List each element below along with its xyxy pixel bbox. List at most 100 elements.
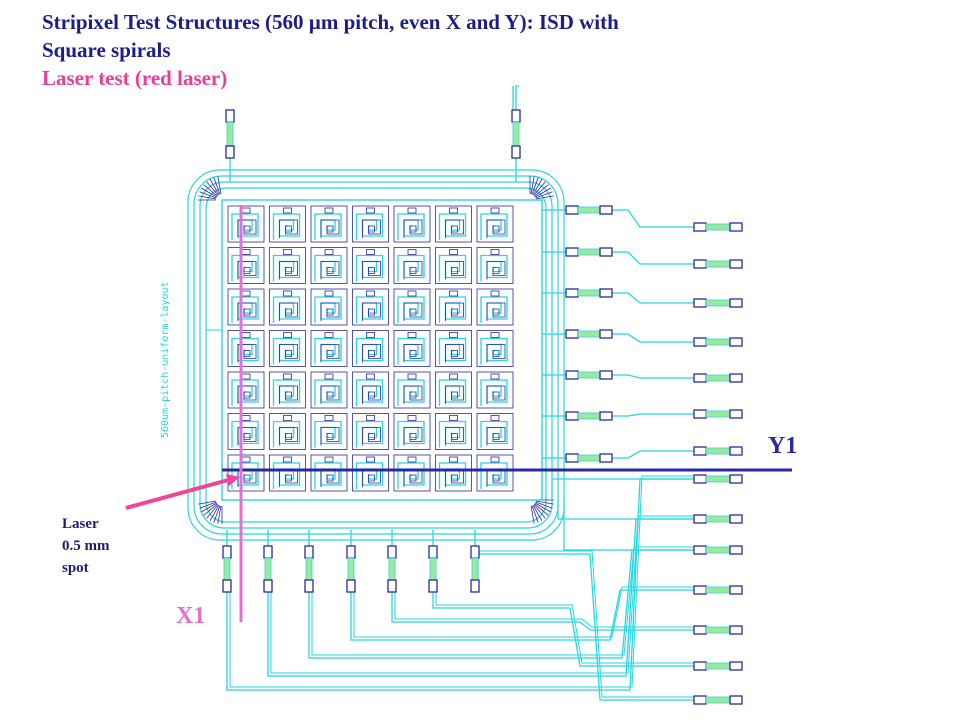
pixel-contact (324, 249, 334, 255)
pixel-cell (227, 288, 265, 326)
bond-pad (304, 545, 314, 559)
spiral-electrode (272, 254, 301, 282)
spiral-electrode-inner (486, 385, 506, 404)
bond-pad (729, 585, 743, 595)
pixel-cell (269, 288, 306, 326)
pixel-contact (449, 456, 458, 463)
bond-pad (565, 205, 579, 215)
pixel-cell (393, 371, 431, 409)
pad-link (264, 557, 272, 581)
x-route-trace (267, 518, 694, 677)
pixel-cell (352, 288, 389, 326)
bond-pad (729, 695, 743, 705)
pixel-contact (283, 415, 292, 421)
y-trace (612, 292, 694, 304)
spiral-electrode (480, 213, 508, 240)
bond-pad (693, 222, 707, 232)
bond-pad (599, 453, 613, 463)
spiral-electrode (355, 420, 384, 448)
spiral-electrode (480, 379, 508, 406)
detector-frame (187, 169, 565, 541)
corner-fan-line (203, 503, 218, 516)
spiral-electrode (231, 213, 259, 240)
pixel-contact (407, 373, 417, 380)
spiral-electrode-inner (279, 344, 298, 363)
pixel-contact (490, 373, 500, 380)
corner-fan-line (209, 504, 220, 521)
spiral-electrode (231, 254, 259, 282)
pad-link (577, 371, 601, 379)
spiral-electrode-inner (320, 219, 340, 238)
spiral-electrode (231, 420, 259, 448)
corner-fan-line (203, 184, 218, 197)
pixel-contact (283, 456, 292, 463)
spiral-electrode (397, 420, 425, 448)
pixel-contact (449, 249, 458, 255)
spiral-electrode-inner (445, 427, 464, 446)
bond-pad (470, 545, 480, 559)
spiral-electrode (480, 254, 508, 282)
corner-fan-line (201, 187, 218, 198)
pixel-contact (449, 290, 458, 297)
bond-pad (599, 205, 613, 215)
bond-pad (729, 409, 743, 419)
corner-fan-line (533, 181, 546, 196)
spiral-electrode (231, 337, 259, 365)
bond-pad (565, 453, 579, 463)
spiral-electrode-inner (237, 344, 257, 363)
spiral-electrode (438, 379, 467, 406)
pad-link (705, 586, 731, 594)
pixel-cell (269, 371, 306, 409)
spiral-electrode (355, 337, 384, 365)
pad-link (305, 557, 313, 581)
y-trace-lower (563, 500, 694, 551)
laser-label-line-2: 0.5 mm (62, 538, 110, 554)
pixel-cell (352, 371, 389, 409)
frame-ring (199, 181, 553, 529)
bond-pad (693, 661, 707, 671)
pixel-contact (366, 207, 375, 214)
bond-pad (729, 337, 743, 347)
pixel-contact (366, 249, 375, 255)
pad-link (705, 626, 731, 634)
y-trace (612, 450, 694, 459)
corner-fan-line (206, 181, 219, 196)
bond-pad (693, 514, 707, 524)
pixel-cell (476, 413, 514, 450)
spiral-electrode-inner (486, 344, 506, 363)
active-area (221, 199, 543, 501)
pad-link (429, 557, 437, 581)
spiral-electrode-inner (279, 302, 298, 321)
spiral-electrode (272, 420, 301, 448)
pixel-cell (393, 288, 431, 326)
pixel-cell (269, 205, 306, 243)
bond-pad (729, 625, 743, 635)
pixel-contact (241, 456, 251, 463)
spiral-electrode-inner (445, 219, 464, 238)
bond-pad (693, 409, 707, 419)
spiral-electrode (355, 462, 384, 489)
title-line-3: Laser test (red laser) (42, 66, 228, 90)
bond-pad (693, 695, 707, 705)
pixel-contact (324, 332, 334, 338)
spiral-electrode (438, 337, 467, 365)
corner-fan-line (530, 505, 535, 524)
bond-pad (693, 545, 707, 555)
spiral-electrode-inner (445, 261, 464, 280)
pixel-contact (283, 373, 292, 380)
pad-link (705, 338, 731, 346)
pixel-contact (490, 415, 500, 421)
corner-fan-line (213, 177, 221, 195)
bond-pad (693, 446, 707, 456)
x-route-trace (270, 515, 694, 674)
pixel-contact (490, 249, 500, 255)
pixel-cell (310, 288, 348, 326)
spiral-electrode (272, 337, 301, 365)
spiral-electrode-inner (279, 385, 298, 404)
pixel-cell (310, 247, 348, 284)
spiral-electrode (397, 296, 425, 323)
spiral-electrode-inner (362, 385, 381, 404)
corner-fan-line (201, 502, 218, 513)
bond-pad (511, 145, 521, 159)
title-line-2: Square spirals (42, 38, 171, 62)
